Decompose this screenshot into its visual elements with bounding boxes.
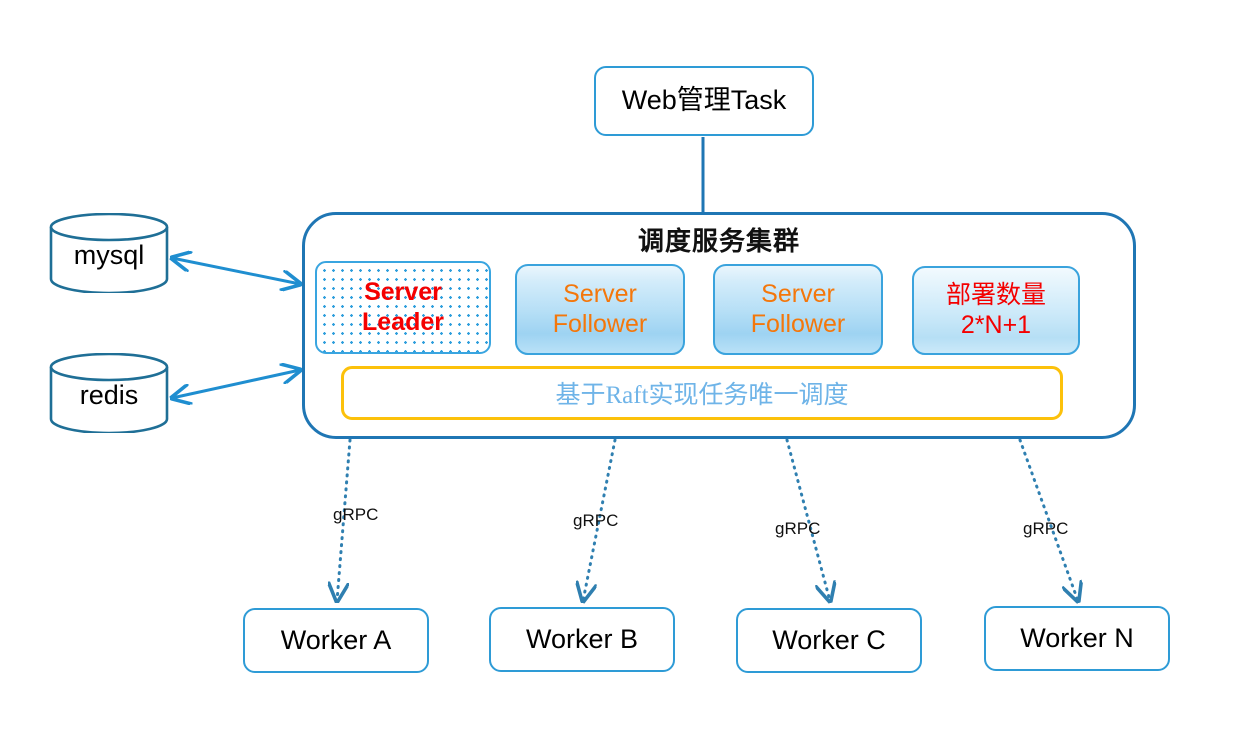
follower-2-label-line2: Follower (750, 309, 846, 338)
web-task-label: Web管理Task (621, 85, 787, 116)
web-task-node[interactable]: Web管理Task (594, 66, 814, 136)
connector-mysql-cluster (172, 258, 300, 284)
cluster-node-leader[interactable]: Server Leader (315, 261, 491, 354)
cluster-node-follower-2[interactable]: Server Follower (713, 264, 883, 355)
follower-1-label-line2: Follower (552, 309, 648, 338)
worker-node-b[interactable]: Worker B (489, 607, 675, 672)
worker-n-label: Worker N (1020, 622, 1134, 653)
raft-consensus-bar[interactable]: 基于Raft实现任务唯一调度 (341, 366, 1063, 420)
worker-b-label: Worker B (525, 623, 639, 654)
cluster-title: 调度服务集群 (637, 227, 800, 256)
worker-node-a[interactable]: Worker A (243, 608, 429, 673)
worker-a-label: Worker A (280, 624, 392, 655)
cluster-node-deploy-count[interactable]: 部署数量 2*N+1 (912, 266, 1080, 355)
connector-redis-cluster (172, 370, 300, 398)
edge-label-grpc-worker-n: gRPC (1023, 519, 1069, 538)
cluster-node-follower-1[interactable]: Server Follower (515, 264, 685, 355)
deploy-count-label-line2: 2*N+1 (960, 310, 1032, 339)
datastore-redis[interactable]: redis (48, 352, 170, 435)
scheduler-cluster-container (302, 212, 1136, 439)
edge-label-grpc-worker-c: gRPC (775, 519, 821, 538)
datastore-mysql[interactable]: mysql (48, 212, 170, 295)
worker-node-n[interactable]: Worker N (984, 606, 1170, 671)
leader-label-line1: Server (364, 278, 442, 306)
follower-2-label-line1: Server (761, 280, 835, 308)
raft-bar-label: 基于Raft实现任务唯一调度 (555, 382, 849, 409)
worker-c-label: Worker C (772, 624, 886, 655)
cylinder-shape-mysql (49, 212, 169, 295)
cylinder-shape-redis (49, 352, 169, 435)
worker-node-c[interactable]: Worker C (736, 608, 922, 673)
leader-label-line2: Leader (362, 307, 444, 336)
edge-label-grpc-worker-b: gRPC (573, 511, 619, 530)
follower-1-label-line1: Server (563, 280, 637, 308)
edge-label-grpc-worker-a: gRPC (333, 505, 379, 524)
deploy-count-label-line1: 部署数量 (945, 281, 1046, 309)
